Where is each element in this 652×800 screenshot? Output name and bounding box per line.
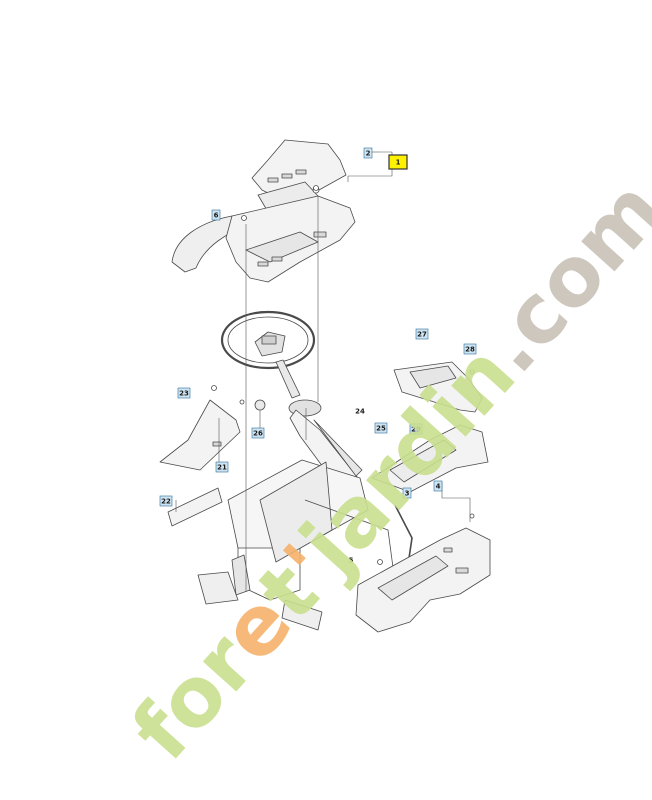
callout-number: 24 xyxy=(355,408,365,416)
callout-part-23: 23 xyxy=(177,387,191,399)
callout-box xyxy=(415,328,429,340)
callout-number: 29 xyxy=(411,426,421,434)
callout-part-5: 5 xyxy=(349,557,354,565)
callout-number: 26 xyxy=(253,430,263,438)
callout-number: 3 xyxy=(405,490,410,498)
callout-box xyxy=(215,461,229,473)
steering-column-pedestal xyxy=(288,399,363,491)
callout-box xyxy=(409,423,423,435)
steering-wheel xyxy=(220,310,316,411)
callout-number: 1 xyxy=(396,159,401,167)
callout-number: 25 xyxy=(376,425,386,433)
callout-box xyxy=(463,343,477,355)
callout-part-4: 4 xyxy=(433,480,443,492)
callout-part-28: 28 xyxy=(463,343,477,355)
left-bottom-strip xyxy=(167,487,223,527)
callout-number: 21 xyxy=(217,464,227,472)
callout-part-1: 1 xyxy=(388,154,408,170)
callout-box xyxy=(363,147,373,159)
callout-part-24: 24 xyxy=(355,408,365,416)
callout-box xyxy=(251,427,265,439)
callout-number: 6 xyxy=(214,212,219,220)
callout-number: 27 xyxy=(417,331,427,339)
left-side-panel xyxy=(159,399,241,471)
callout-box xyxy=(402,487,412,499)
callout-number: 2 xyxy=(366,150,371,158)
callout-number: 28 xyxy=(465,346,475,354)
chassis-frame xyxy=(197,459,413,631)
callout-part-27: 27 xyxy=(415,328,429,340)
callout-part-3: 3 xyxy=(402,487,412,499)
leader-lines xyxy=(175,151,471,592)
callout-number: 23 xyxy=(179,390,189,398)
callout-number: 5 xyxy=(349,557,354,565)
callout-box xyxy=(211,209,221,221)
callout-box xyxy=(177,387,191,399)
callout-box xyxy=(374,422,388,434)
callout-part-26: 26 xyxy=(251,427,265,439)
callout-box xyxy=(388,154,408,170)
rear-floor-mat xyxy=(371,424,489,493)
callout-part-22: 22 xyxy=(159,495,173,507)
rear-seat-cover xyxy=(393,361,483,413)
front-hood-part xyxy=(171,186,356,283)
callout-box xyxy=(159,495,173,507)
callout-number: 22 xyxy=(161,498,171,506)
callout-box xyxy=(433,480,443,492)
callout-part-29: 29 xyxy=(409,423,423,435)
callout-number: 4 xyxy=(436,483,441,491)
callout-part-6: 6 xyxy=(211,209,221,221)
callout-part-25: 25 xyxy=(374,422,388,434)
callout-part-21: 21 xyxy=(215,461,229,473)
rear-fender-part xyxy=(355,527,491,633)
callout-part-2: 2 xyxy=(363,147,373,159)
dash-cover-mat xyxy=(251,139,347,213)
